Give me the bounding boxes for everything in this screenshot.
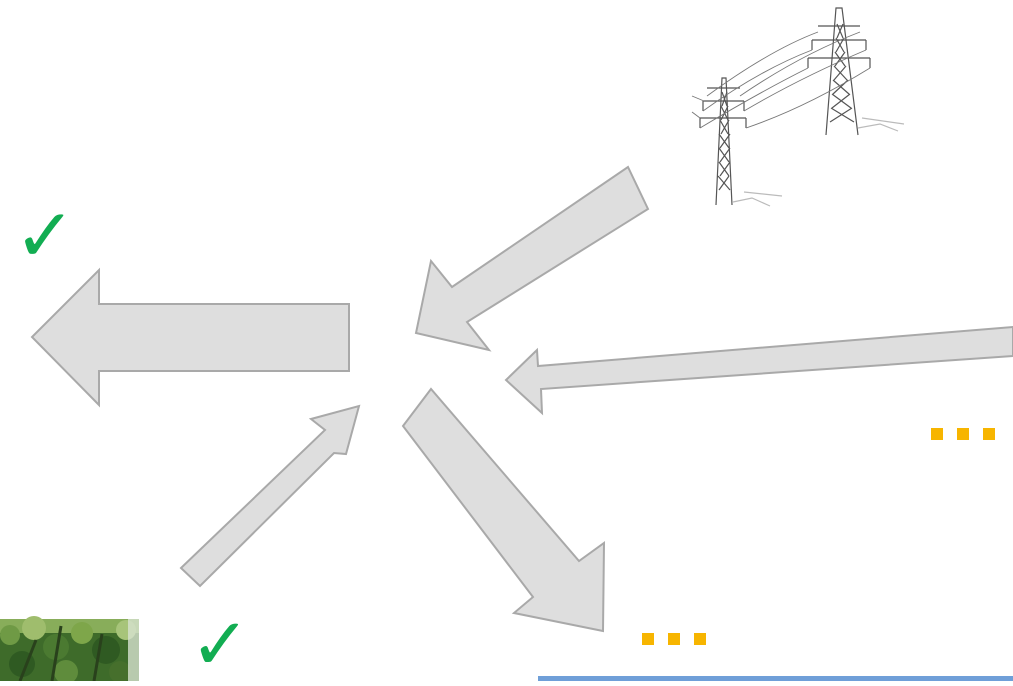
bottom-blue-bar xyxy=(538,676,1013,681)
checkmark-icon-bottom: ✓ xyxy=(190,602,251,686)
arrow-from-right xyxy=(504,325,1013,416)
arrow-left-output xyxy=(30,267,350,408)
ellipsis-right xyxy=(931,428,995,440)
checkmark-icon-top-left: ✓ xyxy=(14,193,77,279)
tree-foliage-photo xyxy=(0,616,139,681)
power-tower-icon xyxy=(691,7,905,207)
ellipsis-bottom xyxy=(642,633,706,645)
arrow-from-tree xyxy=(179,404,361,588)
arrow-to-bottom-right xyxy=(401,387,606,633)
arrow-from-power-tower xyxy=(414,165,650,352)
